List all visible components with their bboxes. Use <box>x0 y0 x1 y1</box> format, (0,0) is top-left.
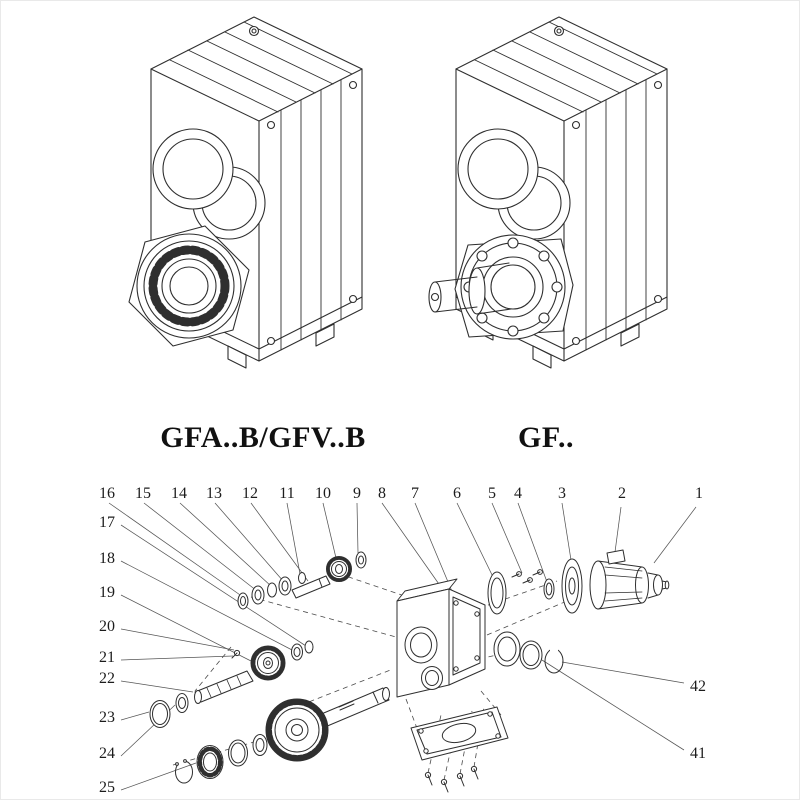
part-callout-17: 17 <box>99 514 115 531</box>
part-callout-6: 6 <box>453 485 461 502</box>
part-callout-13: 13 <box>206 485 222 502</box>
part-callout-24: 24 <box>99 745 115 762</box>
part-callout-1: 1 <box>695 485 703 502</box>
part-callout-11: 11 <box>279 485 295 502</box>
part-callout-7: 7 <box>411 485 419 502</box>
part-callout-18: 18 <box>99 550 115 567</box>
part-callout-15: 15 <box>135 485 151 502</box>
part-callout-42: 42 <box>690 678 706 695</box>
part-callout-12: 12 <box>242 485 258 502</box>
part-callout-41: 41 <box>690 745 706 762</box>
exploded-view-drawing <box>149 549 670 793</box>
callout-leader-lines <box>108 502 697 791</box>
model-label-gf: GF.. <box>518 421 574 454</box>
part-callout-19: 19 <box>99 584 115 601</box>
part-callout-10: 10 <box>315 485 331 502</box>
part-callout-16: 16 <box>99 485 115 502</box>
part-callout-20: 20 <box>99 618 115 635</box>
part-callout-9: 9 <box>353 485 361 502</box>
part-callout-2: 2 <box>618 485 626 502</box>
gearbox-drawing-left <box>128 16 363 369</box>
part-callout-22: 22 <box>99 670 115 687</box>
part-callout-8: 8 <box>378 485 386 502</box>
model-label-gfab-gfvb: GFA..B/GFV..B <box>160 421 366 454</box>
part-callout-5: 5 <box>488 485 496 502</box>
part-callout-23: 23 <box>99 709 115 726</box>
part-callout-25: 25 <box>99 779 115 796</box>
gearbox-drawing-right <box>428 16 668 369</box>
part-callout-3: 3 <box>558 485 566 502</box>
part-callout-4: 4 <box>514 485 522 502</box>
part-callout-14: 14 <box>171 485 187 502</box>
part-callout-21: 21 <box>99 649 115 666</box>
